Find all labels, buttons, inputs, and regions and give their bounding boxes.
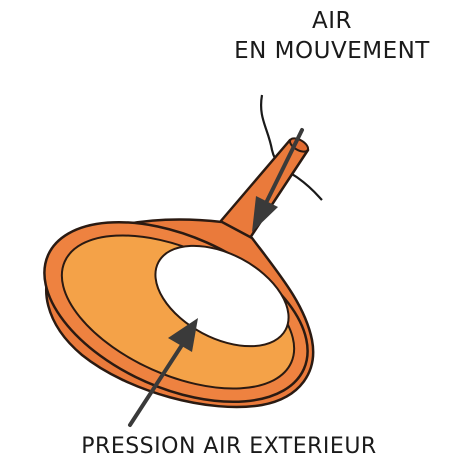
outside-pressure-label: PRESSION AIR EXTERIEUR <box>4 434 454 459</box>
funnel-icon <box>17 136 335 439</box>
funnel-stem <box>220 140 308 238</box>
